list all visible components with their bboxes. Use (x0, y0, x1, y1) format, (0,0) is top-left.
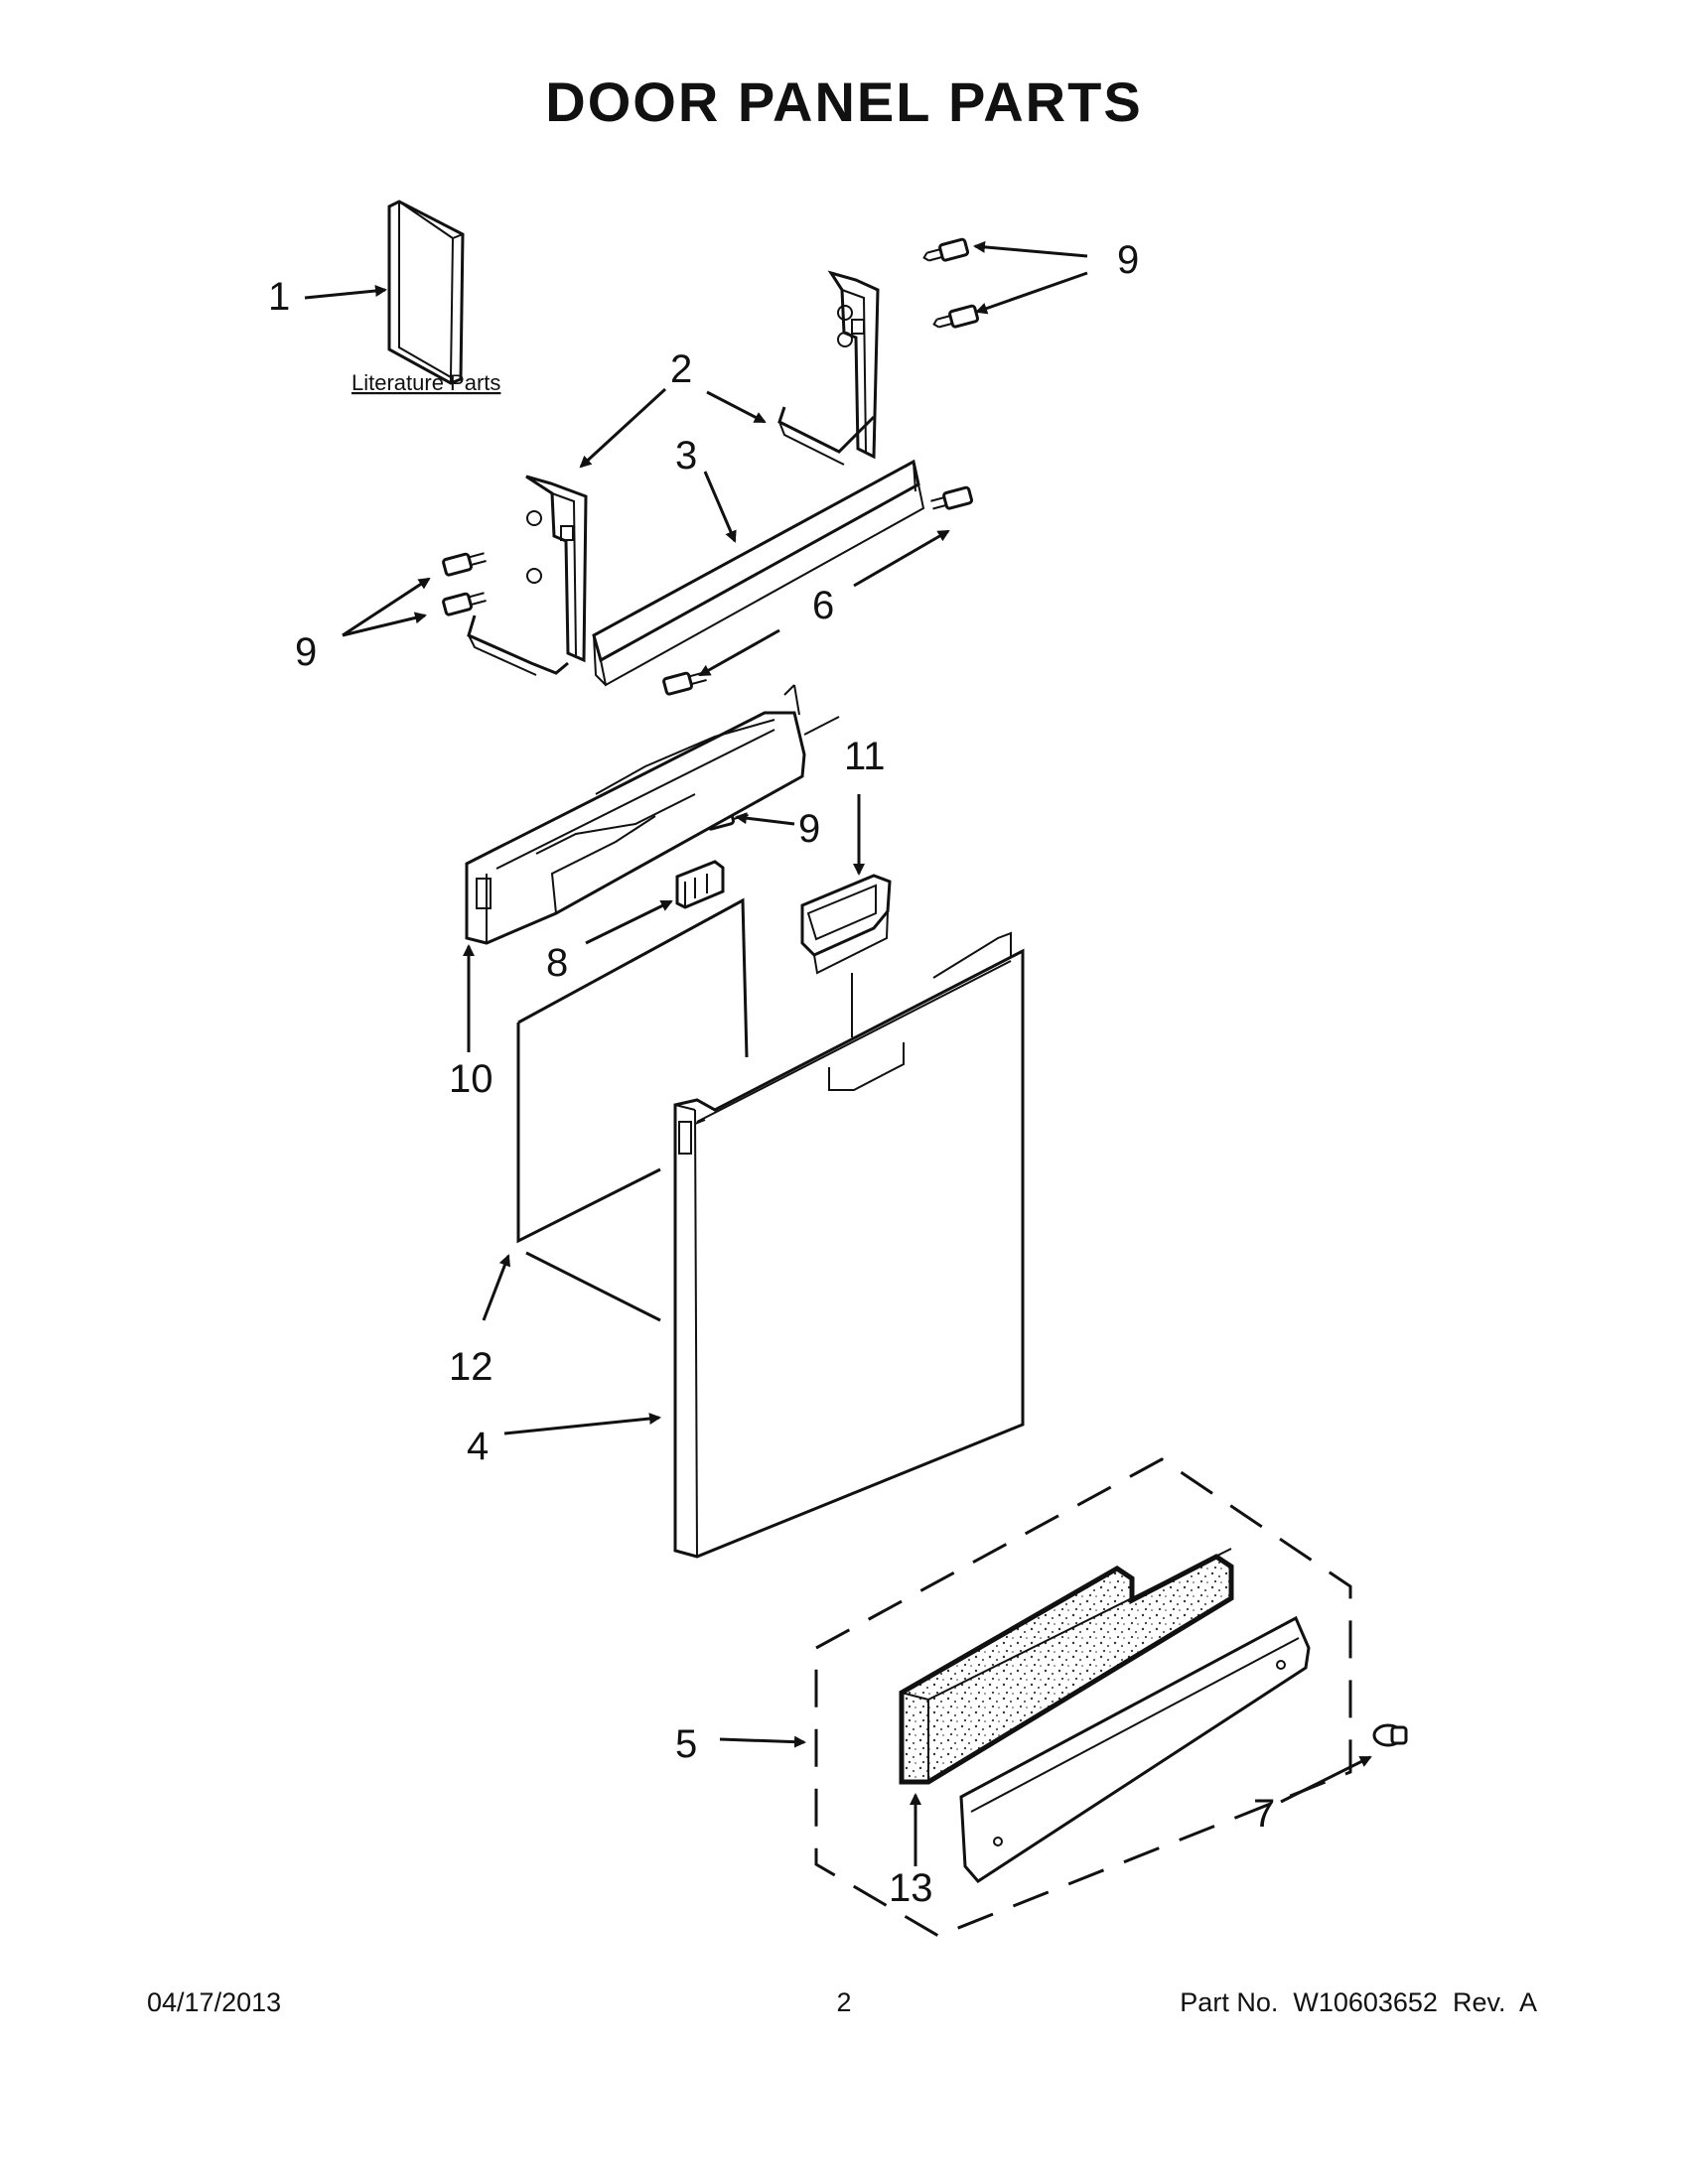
callout-2: 2 (670, 347, 692, 391)
dashed-kit-outline (814, 1457, 1352, 1938)
outer-door-panel-part (673, 931, 1025, 1559)
callout-9-top: 9 (1117, 238, 1139, 282)
toe-kick-plate-part (959, 1615, 1408, 1883)
callout-9-mid: 9 (798, 807, 820, 851)
callout-numbers: 1 2 3 4 5 6 7 8 9 9 9 10 11 12 13 (268, 238, 1275, 1910)
callout-1: 1 (268, 275, 290, 319)
handle-cup-part (800, 874, 892, 1037)
door-seal-part (516, 897, 749, 1322)
callout-11: 11 (844, 735, 886, 778)
footer-date: 04/17/2013 (147, 1987, 282, 2017)
leader-lines (304, 240, 1372, 1866)
page-title: DOOR PANEL PARTS (545, 70, 1143, 133)
callout-5: 5 (675, 1722, 697, 1766)
callout-6: 6 (812, 584, 834, 627)
control-panel-console-part (465, 684, 840, 945)
hinge-bracket-right (777, 270, 880, 466)
callout-3: 3 (675, 434, 697, 478)
footer-page-number: 2 (836, 1987, 852, 2017)
literature-booklet-part (387, 200, 465, 385)
insulation-foam-part (899, 1548, 1234, 1785)
callout-13: 13 (889, 1866, 933, 1910)
callout-8: 8 (546, 941, 568, 985)
callout-9-left: 9 (295, 630, 317, 674)
callout-10: 10 (449, 1057, 493, 1101)
hinge-bracket-left (467, 475, 588, 676)
support-rail-part (592, 459, 925, 687)
footer-part-number: Part No. W10603652 Rev. A (1180, 1987, 1537, 2017)
literature-parts-label: Literature Parts (352, 370, 500, 395)
callout-12: 12 (449, 1345, 493, 1389)
callout-7: 7 (1253, 1792, 1275, 1836)
callout-4: 4 (467, 1425, 489, 1468)
clip-part (675, 860, 725, 909)
